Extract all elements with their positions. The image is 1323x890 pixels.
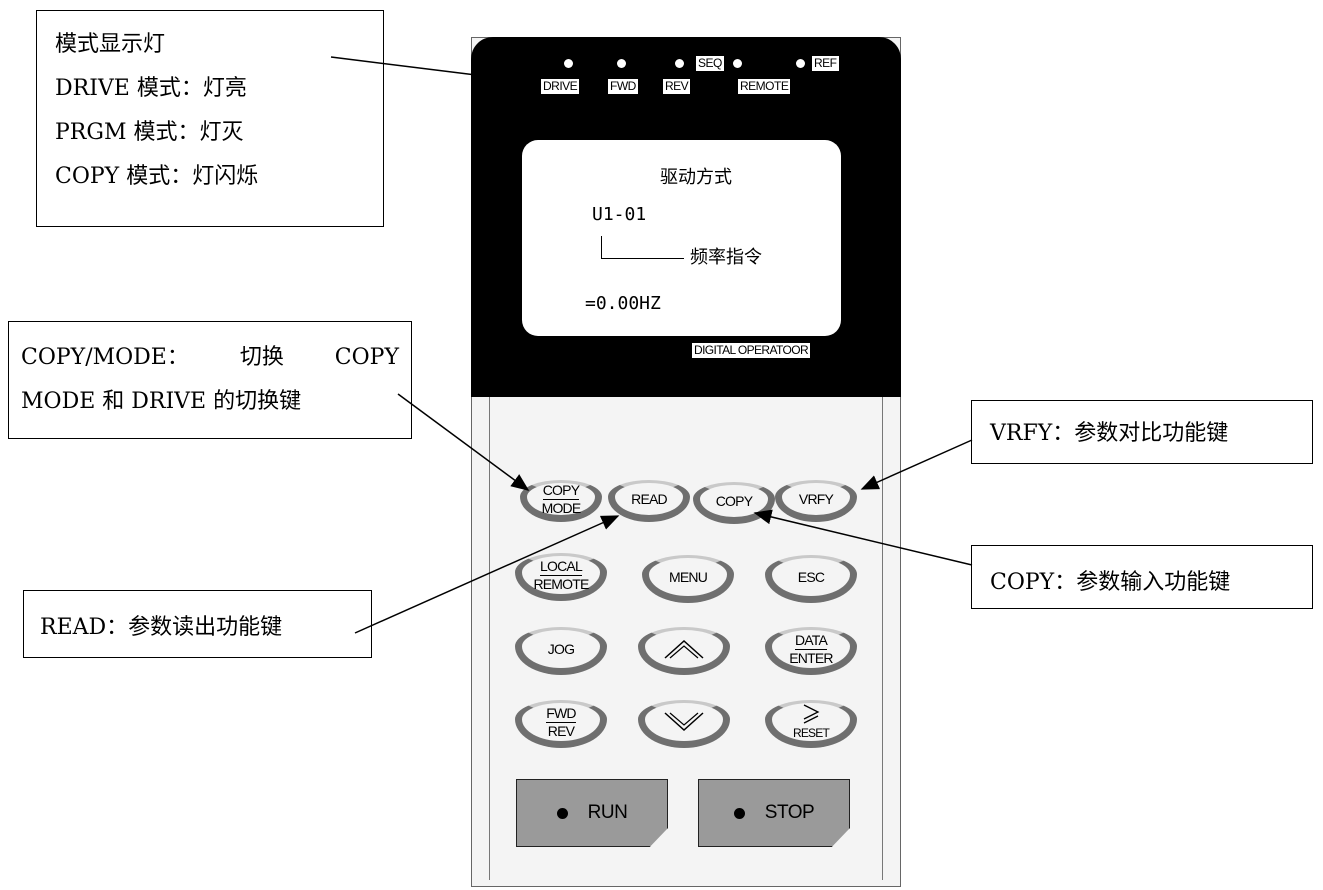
seq-led	[733, 59, 742, 68]
read-key[interactable]: READ	[608, 480, 690, 522]
up-key[interactable]	[638, 627, 730, 675]
jog-key[interactable]: JOG	[515, 627, 607, 675]
copy-mode-key-bottom: MODE	[541, 499, 582, 516]
stop-label: STOP	[764, 802, 815, 823]
stop-button[interactable]: STOP	[698, 779, 850, 847]
jog-key-label: JOG	[547, 641, 575, 657]
esc-key-label: ESC	[797, 569, 825, 585]
mode-lamp-leader	[330, 56, 477, 76]
copy-mode-copy: COPY	[334, 345, 399, 370]
panel-rail-right	[882, 390, 883, 880]
run-button[interactable]: RUN	[516, 779, 668, 847]
local-key-top: LOCAL	[540, 557, 583, 576]
read-key-label: READ	[631, 491, 667, 507]
esc-key[interactable]: ESC	[765, 555, 857, 603]
fwd-key-top: FWD	[546, 704, 577, 723]
menu-key-label: MENU	[668, 569, 708, 585]
data-key-top: DATA	[794, 631, 828, 650]
copy-mode-desc: COPY 模式：灯闪烁	[55, 164, 259, 189]
menu-key[interactable]: MENU	[642, 555, 734, 603]
local-key-bottom: REMOTE	[533, 575, 589, 592]
copy-leader	[753, 509, 973, 566]
greater-equal-icon	[799, 703, 823, 725]
fwd-led	[617, 59, 626, 68]
lcd-parameter-label: 频率指令	[690, 247, 762, 268]
ref-indicator-label: REF	[812, 56, 839, 71]
prgm-mode-desc: PRGM 模式：灯灭	[55, 120, 244, 145]
run-label: RUN	[587, 802, 628, 823]
drive-mode-desc: DRIVE 模式：灯亮	[55, 76, 247, 101]
fwd-key-bottom: REV	[547, 722, 575, 739]
copy-mode-callout: COPY/MODE： 切换 COPY MODE 和 DRIVE 的切换键	[8, 321, 412, 439]
mode-lamp-title: 模式显示灯	[55, 32, 166, 57]
down-key[interactable]	[638, 700, 730, 748]
reset-key-label: RESET	[792, 725, 830, 740]
lcd-parameter-code: U1-01	[592, 204, 647, 225]
lcd-value: =0.00HZ	[585, 293, 661, 314]
rev-led	[675, 59, 684, 68]
reset-key[interactable]: RESET	[765, 700, 857, 748]
fwd-indicator-label: FWD	[608, 79, 638, 94]
seq-indicator-label: SEQ	[696, 56, 724, 71]
data-key-bottom: ENTER	[789, 649, 833, 666]
ref-led	[796, 59, 805, 68]
down-chevron-icon	[661, 711, 707, 733]
copy-mode-callout-line1: COPY/MODE： 切换 COPY	[21, 336, 399, 380]
lcd-bracket-line	[601, 236, 684, 259]
copy-mode-callout-line2: MODE 和 DRIVE 的切换键	[21, 389, 302, 414]
lcd-screen	[522, 140, 841, 336]
vrfy-leader	[860, 439, 973, 490]
vrfy-key-label: VRFY	[798, 491, 834, 507]
read-callout: READ：参数读出功能键	[23, 590, 372, 658]
run-indicator-dot	[556, 807, 568, 819]
vrfy-key[interactable]: VRFY	[775, 480, 857, 522]
read-leader	[354, 515, 620, 634]
drive-indicator-label: DRIVE	[541, 79, 580, 94]
copy-mode-key-top: COPY	[542, 481, 580, 500]
vrfy-callout: VRFY：参数对比功能键	[971, 400, 1313, 464]
stop-indicator-dot	[733, 807, 745, 819]
lcd-title: 驱动方式	[660, 167, 732, 188]
up-chevron-icon	[661, 638, 707, 660]
copy-mode-switch: 切换	[239, 345, 284, 370]
drive-led	[564, 59, 573, 68]
copy-mode-label: COPY/MODE：	[21, 345, 189, 370]
rev-indicator-label: REV	[663, 79, 691, 94]
copy-callout: COPY：参数输入功能键	[971, 545, 1313, 609]
copy-mode-leader	[397, 393, 530, 491]
remote-indicator-label: REMOTE	[738, 79, 791, 94]
copy-key[interactable]: COPY	[693, 482, 775, 524]
panel-rail-left	[489, 390, 490, 880]
brand-label: DIGITAL OPERATOOR	[692, 343, 811, 358]
mode-lamp-callout: 模式显示灯 DRIVE 模式：灯亮 PRGM 模式：灯灭 COPY 模式：灯闪烁	[36, 10, 384, 227]
copy-key-label: COPY	[715, 493, 753, 509]
